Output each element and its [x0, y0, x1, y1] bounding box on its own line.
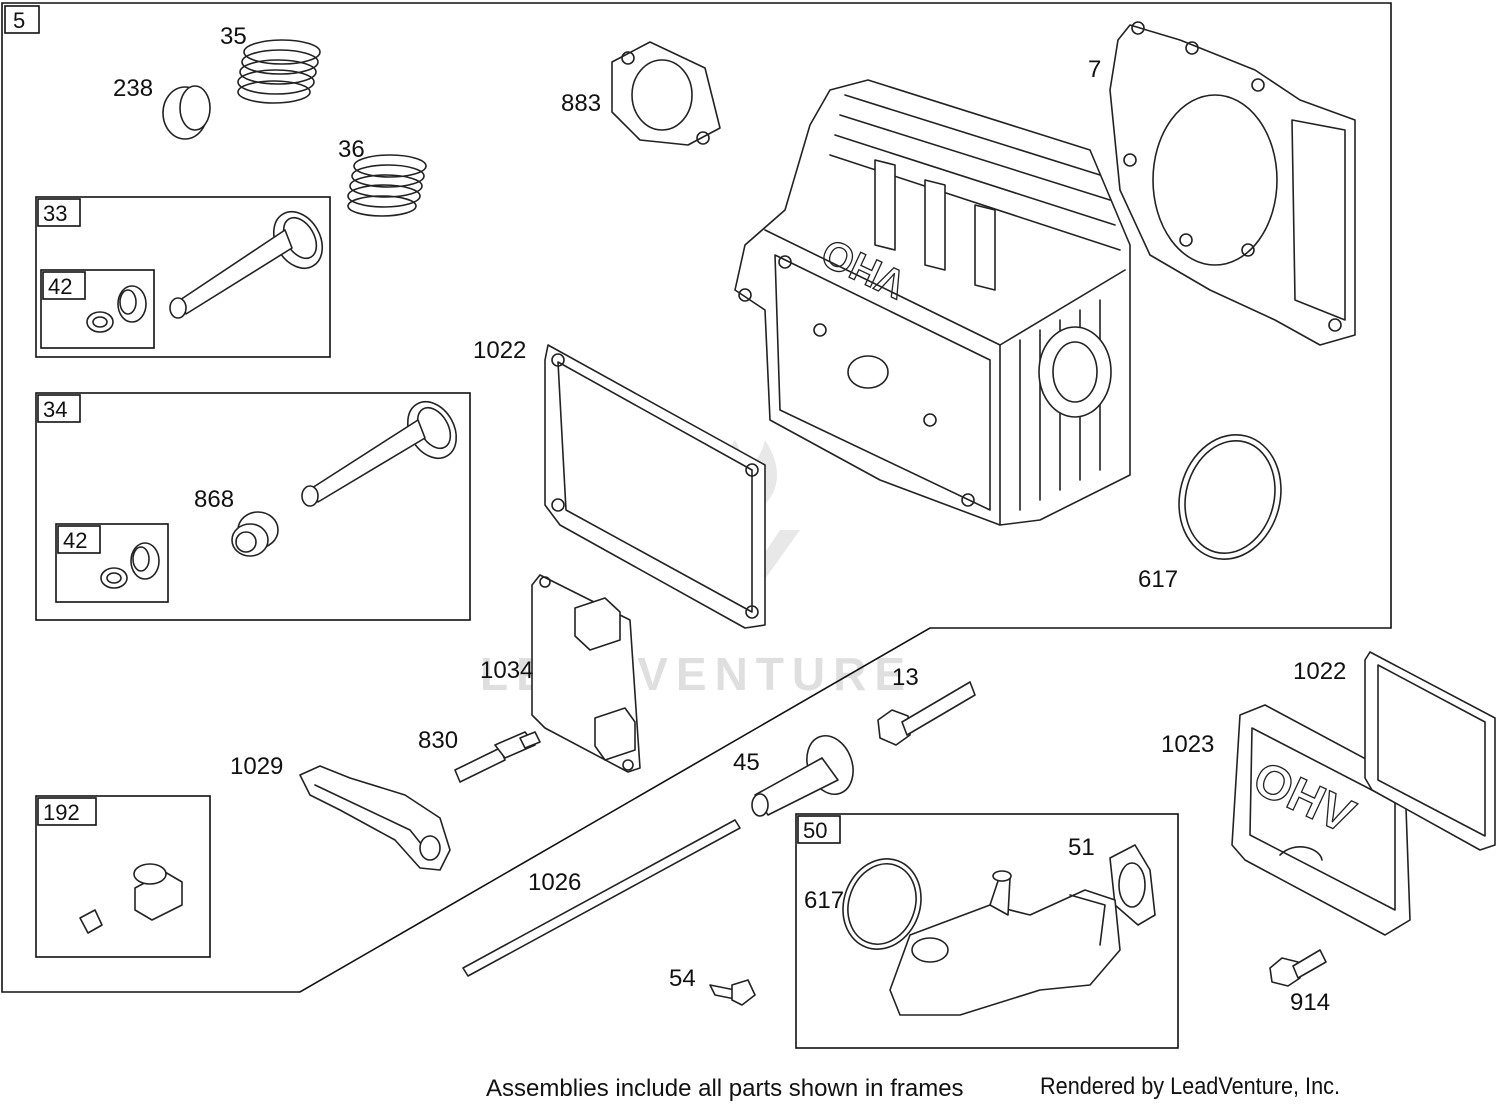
frame-42-lower-label: 42 — [63, 528, 87, 553]
part-914-bolt — [1269, 949, 1327, 987]
frame-33 — [35, 196, 331, 358]
frame-42-upper-label: 42 — [48, 274, 72, 299]
part-238-cap — [162, 85, 211, 140]
frame-34-label: 34 — [43, 397, 67, 422]
frame-34 — [35, 392, 471, 621]
frame-42-upper-tag — [42, 271, 86, 300]
frame-50-label: 50 — [803, 818, 827, 843]
callout-914: 914 — [1290, 989, 1330, 1016]
frame-192 — [35, 795, 211, 958]
callout-868: 868 — [194, 486, 234, 513]
part-883-gasket — [611, 41, 721, 146]
callout-830: 830 — [418, 727, 458, 754]
frame-42-upper — [40, 269, 155, 349]
main-frame-tag — [4, 5, 40, 34]
callout-1026: 1026 — [528, 869, 581, 896]
frame-34-tag — [37, 394, 81, 423]
frame-33-tag — [37, 198, 81, 227]
part-54-screw — [709, 979, 756, 1006]
part-42-keepers-upper — [86, 285, 147, 333]
part-192-adjuster — [79, 863, 183, 934]
callout-1023: 1023 — [1161, 731, 1214, 758]
callout-45: 45 — [733, 749, 760, 776]
part-36-spring — [347, 154, 427, 217]
callout-51: 51 — [1068, 834, 1095, 861]
frame-42-lower-tag — [57, 525, 101, 554]
part-617-oring-lower — [842, 858, 922, 950]
part-830-stud — [454, 731, 541, 783]
callout-1029: 1029 — [230, 753, 283, 780]
callout-7: 7 — [1088, 56, 1101, 83]
part-1022-gasket-main — [544, 344, 766, 629]
frame-50 — [795, 813, 1179, 1049]
callout-1022-main: 1022 — [473, 337, 526, 364]
part-45-guide — [751, 735, 854, 817]
callout-883: 883 — [561, 90, 601, 117]
part-35-spring — [237, 39, 321, 104]
frame-33-label: 33 — [43, 201, 67, 226]
frame-192-label: 192 — [43, 800, 80, 825]
part-1022-gasket-right — [1364, 651, 1496, 851]
callout-35: 35 — [220, 23, 247, 50]
part-1026-push-rod — [462, 819, 741, 977]
main-frame — [1, 2, 1392, 993]
part-34-valve — [301, 400, 458, 507]
frame-192-tag — [37, 797, 97, 826]
frame-42-lower — [55, 523, 169, 603]
frame-50-tag — [797, 815, 841, 844]
footer-note: Assemblies include all parts shown in fr… — [486, 1075, 964, 1102]
callout-1034: 1034 — [480, 657, 533, 684]
callout-1022-right: 1022 — [1293, 658, 1346, 685]
part-cylinder-head: OHV — [734, 79, 1131, 526]
part-7-head-gasket — [1109, 21, 1356, 346]
part-50-intake — [889, 870, 1121, 1016]
part-33-valve — [169, 210, 324, 319]
callout-617-lower: 617 — [804, 887, 844, 914]
part-1034-plate — [531, 574, 641, 773]
part-42-keepers-lower — [100, 542, 160, 589]
part-1029-rocker-arm — [299, 765, 451, 871]
callout-54: 54 — [669, 965, 696, 992]
part-868-seal — [231, 511, 279, 557]
callout-617-upper: 617 — [1138, 566, 1178, 593]
callout-238: 238 — [113, 75, 153, 102]
main-frame-label: 5 — [13, 8, 25, 33]
callout-36: 36 — [338, 136, 365, 163]
part-13-bolt — [877, 681, 976, 746]
part-617-oring-upper — [1178, 433, 1282, 561]
footer-credit: Rendered by LeadVenture, Inc. — [1040, 1073, 1340, 1100]
callout-13: 13 — [892, 664, 919, 691]
